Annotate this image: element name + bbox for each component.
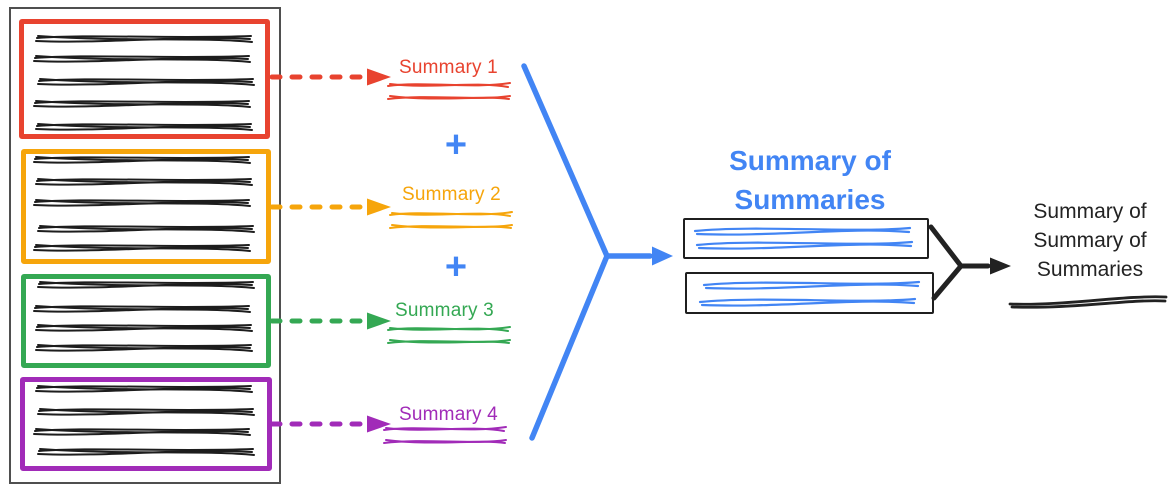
summary-2-scribble (389, 211, 513, 229)
plus-operator-2: + (444, 246, 468, 288)
summary-3-label: Summary 3 (395, 300, 494, 321)
summary-of-summaries-box-2 (685, 272, 934, 314)
document-chunk-1 (19, 19, 270, 139)
summary-3-scribble (387, 326, 511, 344)
summary-2-label: Summary 2 (402, 184, 501, 205)
summary-of-summaries-title: Summary of Summaries (729, 145, 891, 215)
reduce-arrow-black (928, 224, 1011, 301)
arrow-chunk4-to-summary4 (269, 415, 391, 433)
final-summary-scribble (1008, 295, 1168, 309)
summary-1-scribble (387, 82, 511, 100)
summary-4-scribble (383, 426, 507, 444)
summary-of-summaries-box-1 (683, 218, 929, 259)
final-summary-label: Summary of Summary of Summaries (1033, 200, 1147, 281)
plus-operator-1: + (444, 124, 468, 166)
document-chunk-4 (20, 377, 272, 471)
reduce-arrow-blue (521, 63, 673, 441)
arrow-chunk2-to-summary2 (269, 198, 391, 216)
document-chunk-3 (21, 274, 271, 368)
arrow-chunk1-to-summary1 (269, 68, 391, 86)
arrow-chunk3-to-summary3 (269, 312, 391, 330)
summary-1-label: Summary 1 (399, 57, 498, 78)
summary-4-label: Summary 4 (399, 404, 498, 425)
document-chunk-2 (21, 149, 271, 264)
